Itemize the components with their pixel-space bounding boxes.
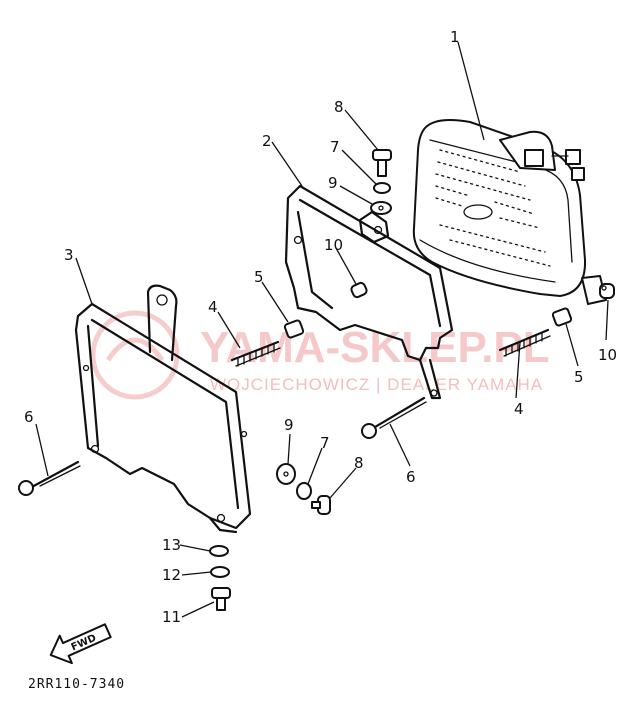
washer-9-upper (370, 201, 392, 215)
headlight-rim (74, 284, 252, 534)
callout-10-right: 10 (598, 346, 617, 364)
nut-right (551, 307, 573, 327)
callout-6-right: 6 (406, 468, 416, 486)
callout-4-right: 4 (514, 400, 524, 418)
callout-12: 12 (162, 566, 181, 584)
washer-7-lower (296, 482, 312, 500)
callout-1: 1 (450, 28, 460, 46)
grommet-10-right (599, 283, 615, 299)
callout-13: 13 (162, 536, 181, 554)
callout-5-right: 5 (574, 368, 584, 386)
callout-7-upper: 7 (330, 138, 340, 156)
callout-5-left: 5 (254, 268, 264, 286)
callout-9-lower: 9 (284, 416, 294, 434)
watermark-logo (90, 310, 180, 400)
diagram-code: 2RR110-7340 (28, 677, 125, 692)
washer-12 (210, 566, 230, 578)
callout-8-lower: 8 (354, 454, 364, 472)
callout-2: 2 (262, 132, 272, 150)
watermark: YAMA-SKLEP.PL WOJCIECHOWICZ | DEALER YAM… (90, 310, 550, 400)
washer-7-upper (373, 182, 391, 194)
nut-left (283, 319, 305, 339)
screw-lower (311, 495, 331, 515)
adjust-screw-left (230, 340, 281, 367)
bolt-left (18, 460, 81, 496)
fwd-arrow: FWD (49, 623, 112, 665)
callout-11: 11 (162, 608, 181, 626)
screw-11 (211, 587, 231, 611)
callout-4-left: 4 (208, 298, 218, 316)
headlight-unit (412, 119, 607, 305)
bolt-right (361, 396, 427, 439)
grommet-10-upper (350, 281, 368, 299)
callout-8-upper: 8 (334, 98, 344, 116)
leader-lines (35, 41, 609, 618)
watermark-dealer: WOJCIECHOWICZ | DEALER YAMAHA (210, 375, 543, 394)
callout-9-upper: 9 (328, 174, 338, 192)
inner-frame (284, 184, 454, 400)
callout-7-lower: 7 (320, 434, 330, 452)
watermark-logo-mark (105, 337, 165, 362)
callouts: 1 2 3 4 4 5 5 6 6 7 7 8 8 9 9 10 10 11 1… (24, 28, 617, 626)
washer-13 (209, 545, 229, 557)
washer-9-lower (276, 463, 296, 485)
screw-upper (372, 149, 392, 177)
callout-10-upper: 10 (324, 236, 343, 254)
callout-3: 3 (64, 246, 74, 264)
callout-6-left: 6 (24, 408, 34, 426)
adjust-screw-right (498, 328, 551, 357)
